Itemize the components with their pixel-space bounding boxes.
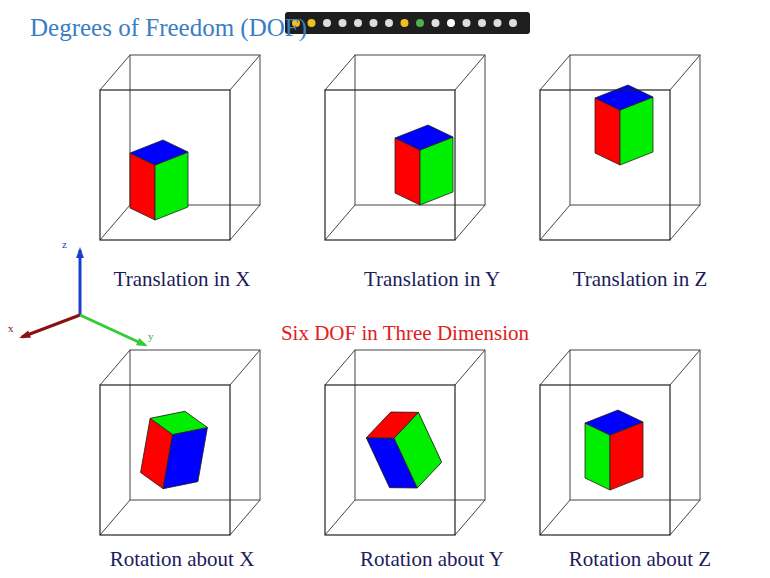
dof-panel bbox=[100, 55, 260, 240]
wire-box-edge bbox=[455, 500, 485, 535]
moving-cube bbox=[595, 85, 653, 165]
toolbar-icon bbox=[463, 19, 471, 27]
cube-top-face bbox=[148, 406, 209, 441]
wire-box-edge bbox=[670, 500, 700, 535]
toolbar-icon bbox=[416, 19, 424, 27]
dof-panel bbox=[325, 55, 485, 240]
panel-label: Rotation about Z bbox=[569, 548, 711, 571]
z-axis bbox=[79, 250, 82, 315]
toolbar-icon bbox=[478, 19, 486, 27]
axis-label: z bbox=[62, 238, 67, 250]
wire-box-edge bbox=[540, 350, 570, 385]
y-axis bbox=[80, 315, 145, 345]
moving-cube bbox=[395, 125, 453, 205]
panel-label: Rotation about X bbox=[110, 548, 255, 571]
toolbar-icon bbox=[447, 19, 455, 27]
wire-box-edge bbox=[230, 500, 260, 535]
moving-cube bbox=[361, 401, 447, 498]
dof-panel bbox=[325, 350, 485, 535]
dof-panel bbox=[540, 350, 700, 535]
cube-top-face bbox=[395, 125, 453, 150]
axis-label: y bbox=[148, 330, 154, 342]
toolbar-icon bbox=[323, 19, 331, 27]
wire-box-edge bbox=[230, 55, 260, 90]
wire-box-edge bbox=[540, 55, 570, 90]
wire-box-front bbox=[540, 385, 670, 535]
x-axis-head bbox=[19, 330, 31, 338]
panel-label: Translation in Z bbox=[573, 268, 708, 291]
dof-panel bbox=[100, 350, 260, 535]
toolbar-icon bbox=[354, 19, 362, 27]
wire-box-edge bbox=[670, 205, 700, 240]
wire-box-edge bbox=[100, 350, 130, 385]
panel-label: Translation in Y bbox=[364, 268, 500, 291]
wire-box-back bbox=[570, 350, 700, 500]
toolbar bbox=[285, 12, 530, 34]
slide-subtitle: Six DOF in Three Dimension bbox=[281, 322, 529, 345]
wire-box-front bbox=[100, 385, 230, 535]
wire-box-front bbox=[100, 90, 230, 240]
wire-box-back bbox=[130, 350, 260, 500]
wire-box-edge bbox=[100, 500, 130, 535]
wire-box-edge bbox=[540, 205, 570, 240]
wire-box-back bbox=[355, 350, 485, 500]
wire-box-edge bbox=[455, 350, 485, 385]
toolbar-icon bbox=[370, 19, 378, 27]
wire-box-edge bbox=[100, 205, 130, 240]
cube-top-face bbox=[585, 410, 643, 435]
wire-box-edge bbox=[670, 350, 700, 385]
wire-box-front bbox=[325, 90, 455, 240]
cube-top-face bbox=[361, 401, 424, 448]
moving-cube bbox=[585, 410, 643, 490]
z-axis-head bbox=[76, 247, 84, 258]
wire-box-edge bbox=[325, 350, 355, 385]
wire-box-edge bbox=[100, 55, 130, 90]
dof-panel bbox=[540, 55, 700, 240]
wire-box-edge bbox=[230, 205, 260, 240]
cube-top-face bbox=[595, 85, 653, 110]
wire-box-back bbox=[570, 55, 700, 205]
moving-cube bbox=[138, 406, 209, 495]
wire-box-edge bbox=[455, 205, 485, 240]
toolbar-icon bbox=[401, 19, 409, 27]
wire-box-edge bbox=[325, 205, 355, 240]
wire-box-edge bbox=[325, 500, 355, 535]
slide-title: Degrees of Freedom (DOF) bbox=[30, 14, 307, 42]
toolbar-icon bbox=[339, 19, 347, 27]
panel-label: Translation in X bbox=[114, 268, 251, 291]
wire-box-edge bbox=[540, 500, 570, 535]
wire-box-front bbox=[540, 90, 670, 240]
toolbar-icon bbox=[432, 19, 440, 27]
moving-cube bbox=[130, 140, 188, 220]
axis-label: x bbox=[8, 322, 14, 334]
wire-box-edge bbox=[325, 55, 355, 90]
panel-label: Rotation about Y bbox=[360, 548, 504, 571]
toolbar-icon bbox=[385, 19, 393, 27]
y-axis-head bbox=[136, 338, 148, 346]
wire-box-front bbox=[325, 385, 455, 535]
toolbar-icon bbox=[494, 19, 502, 27]
wire-box-edge bbox=[670, 55, 700, 90]
wire-box-edge bbox=[455, 55, 485, 90]
wire-box-edge bbox=[230, 350, 260, 385]
toolbar-icon bbox=[509, 19, 517, 27]
cube-top-face bbox=[130, 140, 188, 165]
toolbar-icon bbox=[308, 19, 316, 27]
wire-box-back bbox=[355, 55, 485, 205]
x-axis bbox=[22, 315, 80, 337]
